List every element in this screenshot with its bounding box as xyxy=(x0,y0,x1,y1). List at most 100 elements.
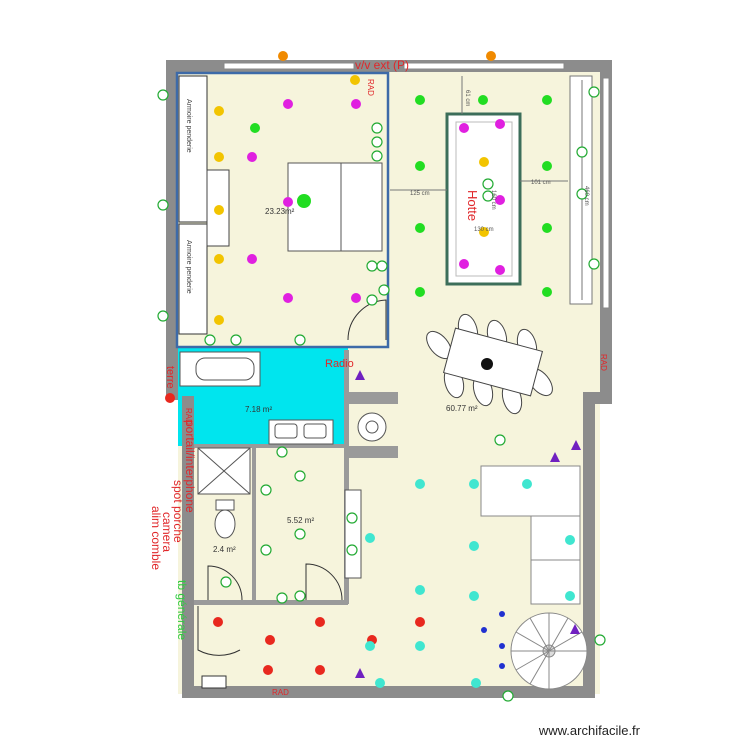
symbol-ring-19 xyxy=(230,334,242,346)
symbol-ring-31 xyxy=(502,690,514,702)
point-magenta-2 xyxy=(247,152,257,162)
point-yellow-7 xyxy=(350,75,360,85)
point-green-5 xyxy=(415,223,425,233)
point-cyan-4 xyxy=(415,641,425,651)
label-camera: camera xyxy=(160,512,174,552)
symbol-ring-22 xyxy=(576,188,588,200)
point-green-2 xyxy=(542,95,552,105)
table-light-icon xyxy=(481,358,493,370)
rad-label-4: RAD xyxy=(272,688,289,697)
point-red-6 xyxy=(315,665,325,675)
area-bathroom: 7.18 m² xyxy=(245,405,272,414)
bathtub xyxy=(179,351,261,387)
point-magenta-10 xyxy=(459,259,469,269)
symbol-ring-21 xyxy=(576,146,588,158)
point-green-8 xyxy=(542,287,552,297)
symbol-ring-15 xyxy=(346,544,358,556)
marker-triangle-4 xyxy=(355,668,365,678)
symbol-ring-23 xyxy=(588,86,600,98)
symbol-ring-0 xyxy=(371,122,383,134)
point-yellow-4 xyxy=(214,315,224,325)
symbol-ring-26 xyxy=(157,199,169,211)
entry-mat xyxy=(201,675,227,689)
point-red-7 xyxy=(165,393,175,403)
point-cyan-9 xyxy=(565,535,575,545)
point-magenta-0 xyxy=(283,99,293,109)
wall-wc-laundry xyxy=(252,446,256,604)
rad-label-2: RAD xyxy=(599,354,608,371)
wardrobes xyxy=(178,75,208,335)
dim-label-6: 460 cm xyxy=(583,186,589,206)
wall-right-lower xyxy=(583,392,595,698)
wall-hall-bottom xyxy=(344,446,398,458)
dim-label-5: 130 cm xyxy=(474,227,494,233)
sofa-back xyxy=(480,465,581,517)
symbol-ring-5 xyxy=(366,294,378,306)
spiral-staircase xyxy=(510,612,588,690)
point-yellow-1 xyxy=(214,152,224,162)
point-cyan-10 xyxy=(565,591,575,601)
label-tb: tb générale xyxy=(175,580,189,640)
wardrobe-2 xyxy=(178,223,208,335)
plan-labels: v/v ext (P) Hotte Radio 23.23m² 60.77 m²… xyxy=(149,58,608,697)
symbol-ring-14 xyxy=(346,512,358,524)
light-ext-2 xyxy=(486,51,496,61)
marker-triangle-3 xyxy=(570,624,580,634)
hall-drain xyxy=(357,412,387,442)
toilet-bowl xyxy=(214,509,236,539)
point-magenta-3 xyxy=(283,197,293,207)
label-terre: terre xyxy=(164,366,176,389)
wall-laundry-bottom xyxy=(194,600,348,605)
point-magenta-5 xyxy=(283,293,293,303)
dim-label-4: 160 cm xyxy=(490,190,496,210)
point-yellow-2 xyxy=(214,205,224,215)
symbol-ring-27 xyxy=(157,310,169,322)
label-hotte: Hotte xyxy=(465,190,480,221)
label-spot: spot porche xyxy=(171,480,185,543)
symbol-ring-30 xyxy=(494,434,506,446)
point-red-5 xyxy=(263,665,273,675)
point-blue-3 xyxy=(499,663,505,669)
windows xyxy=(223,62,610,309)
dim-label-2: 101 cm xyxy=(531,180,551,186)
rad-label-3: RAD xyxy=(184,408,193,425)
symbol-ring-4 xyxy=(376,260,388,272)
laundry-unit xyxy=(344,489,362,579)
point-green-1 xyxy=(478,95,488,105)
point-cyan-0 xyxy=(415,479,425,489)
symbol-ring-3 xyxy=(366,260,378,272)
bed xyxy=(287,162,383,252)
sink-left xyxy=(274,423,298,439)
point-green-4 xyxy=(542,161,552,171)
wall-left-mid xyxy=(166,338,178,400)
symbol-ring-10 xyxy=(260,544,272,556)
label-alim: alim comble xyxy=(149,506,163,570)
symbol-ring-16 xyxy=(220,576,232,588)
drain-inner xyxy=(365,420,379,434)
symbol-ring-20 xyxy=(294,334,306,346)
point-blue-1 xyxy=(481,627,487,633)
point-magenta-9 xyxy=(495,195,505,205)
marker-triangle-2 xyxy=(550,452,560,462)
door-wc xyxy=(207,565,243,601)
island-inner xyxy=(455,121,513,277)
point-cyan-6 xyxy=(469,541,479,551)
rad-label-1: RAD xyxy=(366,79,375,96)
point-green-10 xyxy=(299,196,309,206)
point-yellow-0 xyxy=(214,106,224,116)
door-laundry xyxy=(305,563,343,601)
area-living: 60.77 m² xyxy=(446,404,478,413)
light-ext-1 xyxy=(278,51,288,61)
label-radio: Radio xyxy=(325,358,354,370)
dining-set xyxy=(426,313,553,415)
window-right xyxy=(602,77,610,309)
wardrobe-label-2: Armoire penderie xyxy=(185,240,192,294)
door-swings xyxy=(197,299,387,656)
point-cyan-5 xyxy=(469,479,479,489)
point-red-1 xyxy=(265,635,275,645)
point-magenta-6 xyxy=(351,293,361,303)
point-green-9 xyxy=(250,123,260,133)
point-yellow-3 xyxy=(214,254,224,264)
wardrobe-1 xyxy=(178,75,208,223)
